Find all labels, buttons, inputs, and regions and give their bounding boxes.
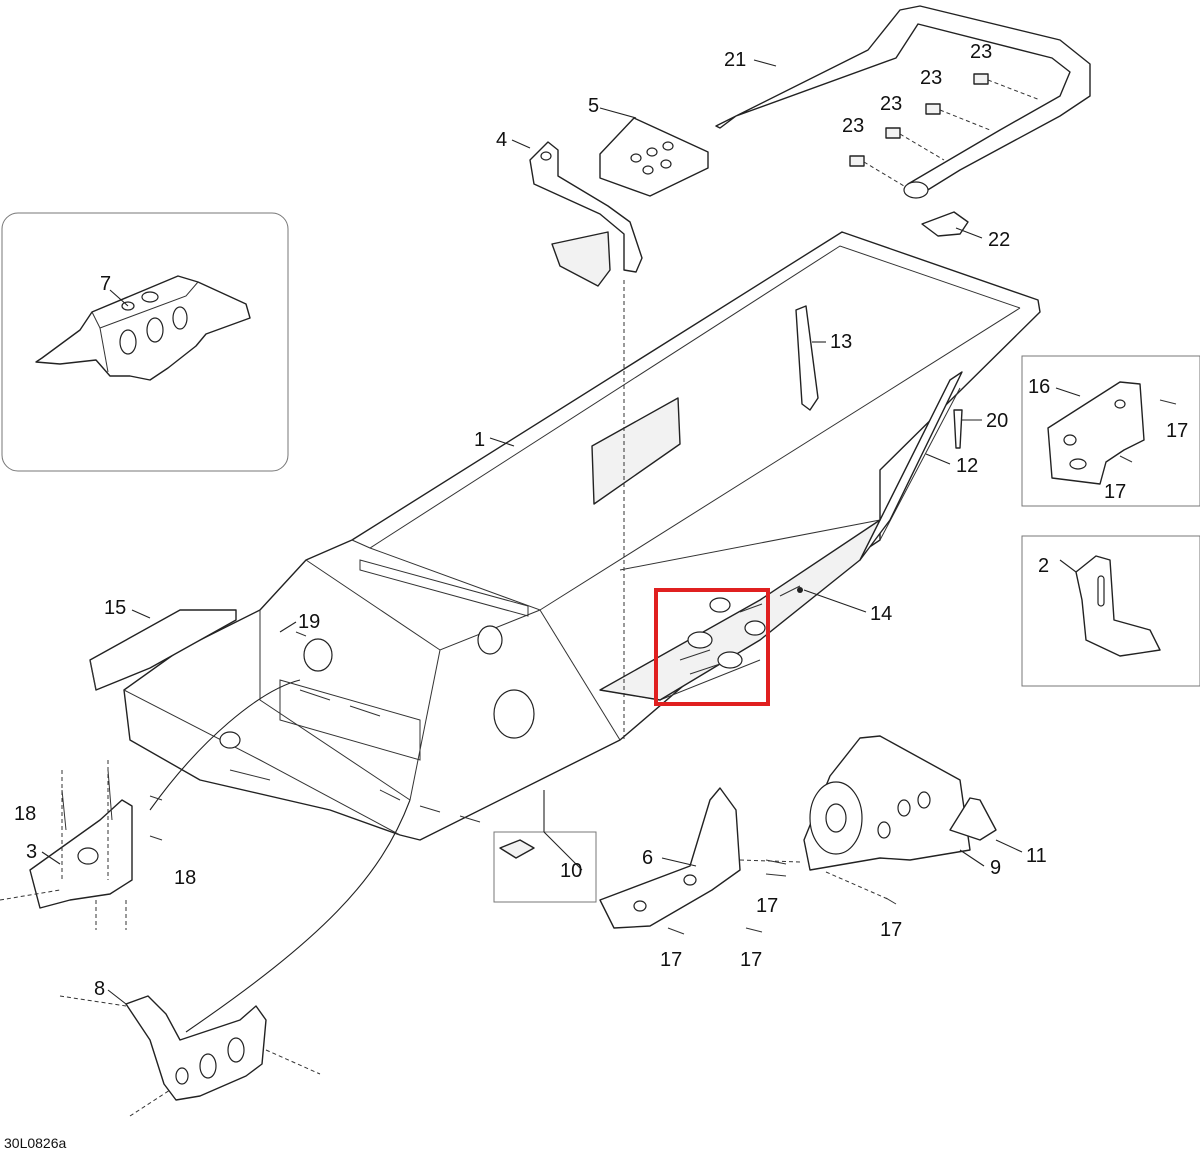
callout-9: 9 <box>990 857 1001 879</box>
part-3-bracket <box>0 760 133 930</box>
callout-2: 2 <box>1038 555 1049 577</box>
callout-10: 10 <box>560 860 582 882</box>
part-6-plate <box>599 787 801 929</box>
callout-23-c: 23 <box>880 93 902 115</box>
highlight-box <box>654 588 770 706</box>
callout-1: 1 <box>474 429 485 451</box>
callout-17-a: 17 <box>1166 420 1188 442</box>
leader-lines <box>41 59 1081 1005</box>
part-4-handle-bracket <box>529 141 643 287</box>
part-2-bracket <box>1075 555 1161 657</box>
callout-23-b: 23 <box>920 67 942 89</box>
part-10-plate <box>499 839 535 859</box>
part-22-clip <box>921 211 969 237</box>
callout-16: 16 <box>1028 376 1050 398</box>
callout-labels: 1 2 3 4 5 6 7 8 9 10 11 12 13 14 15 16 1… <box>14 41 1188 1000</box>
part-9-plate <box>803 735 971 871</box>
callout-15: 15 <box>104 597 126 619</box>
inset-panel-7 <box>1 212 289 472</box>
callout-23-d: 23 <box>842 115 864 137</box>
part-7-bracket <box>35 275 251 381</box>
callout-17-b: 17 <box>1104 481 1126 503</box>
callout-4: 4 <box>496 129 507 151</box>
inset-panel-10 <box>493 831 597 903</box>
part-13-post <box>795 305 819 411</box>
callout-8: 8 <box>94 978 105 1000</box>
fastener-marks <box>61 399 1177 935</box>
callout-7: 7 <box>100 273 111 295</box>
callout-17-e: 17 <box>740 949 762 971</box>
figure-code: 30L0826a <box>4 1135 67 1151</box>
callout-19: 19 <box>298 611 320 633</box>
callout-18-b: 18 <box>174 867 196 889</box>
part-5-plate <box>599 117 709 197</box>
part-23-screws <box>849 73 1041 187</box>
callout-18-a: 18 <box>14 803 36 825</box>
callout-5: 5 <box>588 95 599 117</box>
part-20-rivet <box>953 409 963 449</box>
part-15-bracket <box>89 609 237 691</box>
part-16-bracket <box>1047 381 1145 485</box>
callout-17-c: 17 <box>756 895 778 917</box>
callout-17-f: 17 <box>880 919 902 941</box>
part-8-bracket <box>59 995 321 1117</box>
callout-6: 6 <box>642 847 653 869</box>
callout-12: 12 <box>956 455 978 477</box>
callout-21: 21 <box>724 49 746 71</box>
callout-20: 20 <box>986 410 1008 432</box>
callout-22: 22 <box>988 229 1010 251</box>
part-11-bracket <box>949 797 997 841</box>
callout-17-d: 17 <box>660 949 682 971</box>
part-21-grab-handle <box>715 5 1091 199</box>
callout-11: 11 <box>1026 845 1047 867</box>
inset-panel-2 <box>1021 535 1200 687</box>
callout-23-a: 23 <box>970 41 992 63</box>
part-14-footrest <box>599 519 881 701</box>
callout-13: 13 <box>830 331 852 353</box>
inset-panel-16 <box>1021 355 1200 507</box>
callout-3: 3 <box>26 841 37 863</box>
callout-14: 14 <box>870 603 892 625</box>
